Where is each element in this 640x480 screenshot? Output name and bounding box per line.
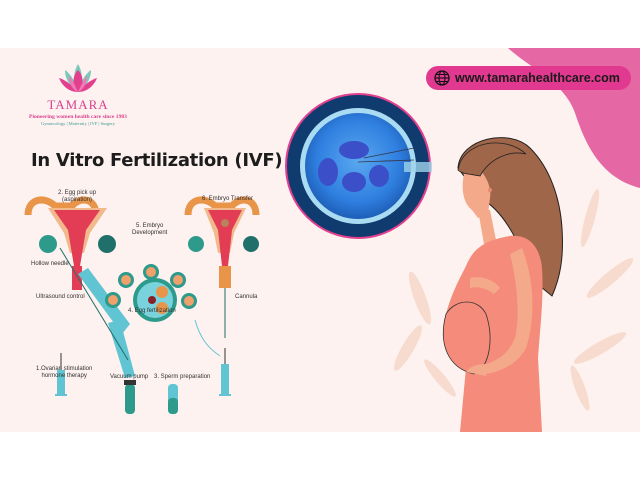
brand-name: TAMARA: [47, 97, 109, 112]
label-egg-pickup: 2. Egg pick up (aspiration): [58, 190, 97, 203]
pregnant-woman-illustration: [442, 137, 563, 432]
website-link[interactable]: www.tamarahealthcare.com: [426, 66, 631, 90]
label-ovarian-stimulation: 1.Ovarian stimulation hormone therapy: [36, 366, 93, 379]
page-title: In Vitro Fertilization (IVF): [31, 150, 283, 171]
sperm-preparation-tube-icon: [168, 384, 178, 414]
tamara-logo: TAMARA Pioneering women health care sinc…: [18, 62, 138, 126]
label-embryo-transfer: 6. Embryo Transfer: [202, 196, 254, 202]
label-vacuum-pump: Vacuum pump: [110, 374, 149, 380]
syringe-right-icon: [219, 348, 231, 396]
label-egg-fertilization: 4. Egg fertilization: [128, 308, 176, 314]
ivf-process-diagram: [24, 196, 260, 414]
brand-tagline: Pioneering women health care since 1983: [29, 114, 127, 120]
embryo-development-cycle: [105, 264, 197, 322]
vacuum-pump-tube-icon: [124, 380, 136, 414]
brand-services: Gynaecology | Maternity | IVF | Surgery: [40, 121, 116, 126]
label-ultrasound-control: Ultrasound control: [36, 294, 85, 300]
globe-icon: [434, 70, 450, 86]
uterus-right-illustration: [184, 196, 260, 338]
label-embryo-development: 5. Embryo Development: [132, 223, 168, 236]
lotus-icon: [59, 64, 97, 92]
website-url: www.tamarahealthcare.com: [455, 71, 620, 85]
ivf-banner: TAMARA Pioneering women health care sinc…: [0, 48, 640, 432]
syringe-left-icon: [55, 353, 67, 396]
embryo-microscope-image: [285, 93, 432, 239]
uterus-left-illustration: [24, 196, 116, 290]
label-cannula: Cannula: [235, 294, 258, 300]
label-hollow-needle: Hollow needle: [31, 261, 69, 267]
label-sperm-preparation: 3. Sperm preparation: [154, 374, 211, 380]
